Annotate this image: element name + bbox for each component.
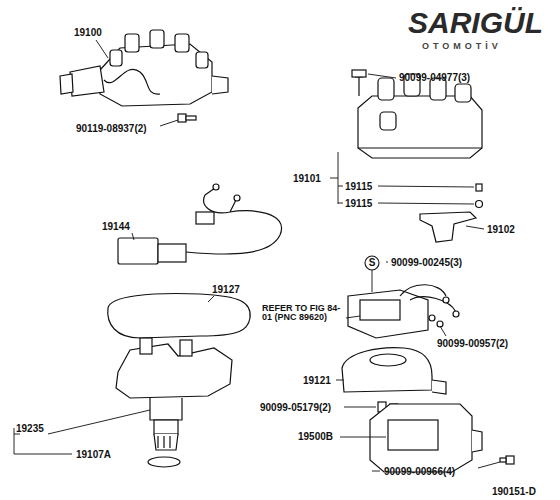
watermark: SARIGÜL: [408, 8, 543, 38]
callout-number: 90099-00245(3): [391, 257, 462, 268]
watermark: OTOMOTİV: [422, 42, 502, 52]
callout-number: REFER TO FIG 84-01 (PNC 89620): [262, 304, 346, 323]
distributor-assembly: [60, 30, 228, 106]
callout-number: 90099-00966(4): [384, 466, 455, 477]
distributor-cap: [352, 70, 482, 158]
callout-number: 19121: [303, 375, 331, 386]
callout-number: 190151-D: [492, 486, 536, 497]
callout-number: 19102: [487, 224, 515, 235]
leader-lines: [14, 40, 500, 471]
symbol-circle: S: [364, 255, 380, 271]
cover: [342, 348, 446, 394]
cap-small-parts: [476, 184, 483, 208]
callout-number: 19235: [16, 423, 44, 434]
igniter: [348, 285, 459, 338]
callout-number: 90119-08937(2): [76, 123, 147, 134]
wire-harness: [118, 184, 282, 264]
base-housing: [370, 404, 482, 472]
callout-number: 19115: [345, 181, 372, 192]
callout-number: 19115: [345, 198, 372, 209]
gasket: [108, 294, 250, 338]
callout-number: 90099-04977(3): [399, 72, 470, 83]
circle-outline: [365, 256, 379, 270]
callout-number: 19500B: [298, 431, 333, 442]
callout-number: 19100: [74, 27, 102, 38]
housing: [116, 338, 232, 467]
callout-number: 19107A: [76, 449, 111, 460]
symbol-letter: S: [364, 258, 380, 268]
rotor: [420, 212, 476, 242]
callout-number: 19127: [212, 284, 240, 295]
callout-number: 19101: [293, 173, 321, 184]
callout-number: 90099-00957(2): [437, 338, 508, 349]
screw-90099-00966: [500, 456, 514, 464]
bolt-90119: [178, 114, 196, 122]
callout-number: 19144: [102, 221, 130, 232]
callout-number: 90099-05179(2): [260, 402, 331, 413]
